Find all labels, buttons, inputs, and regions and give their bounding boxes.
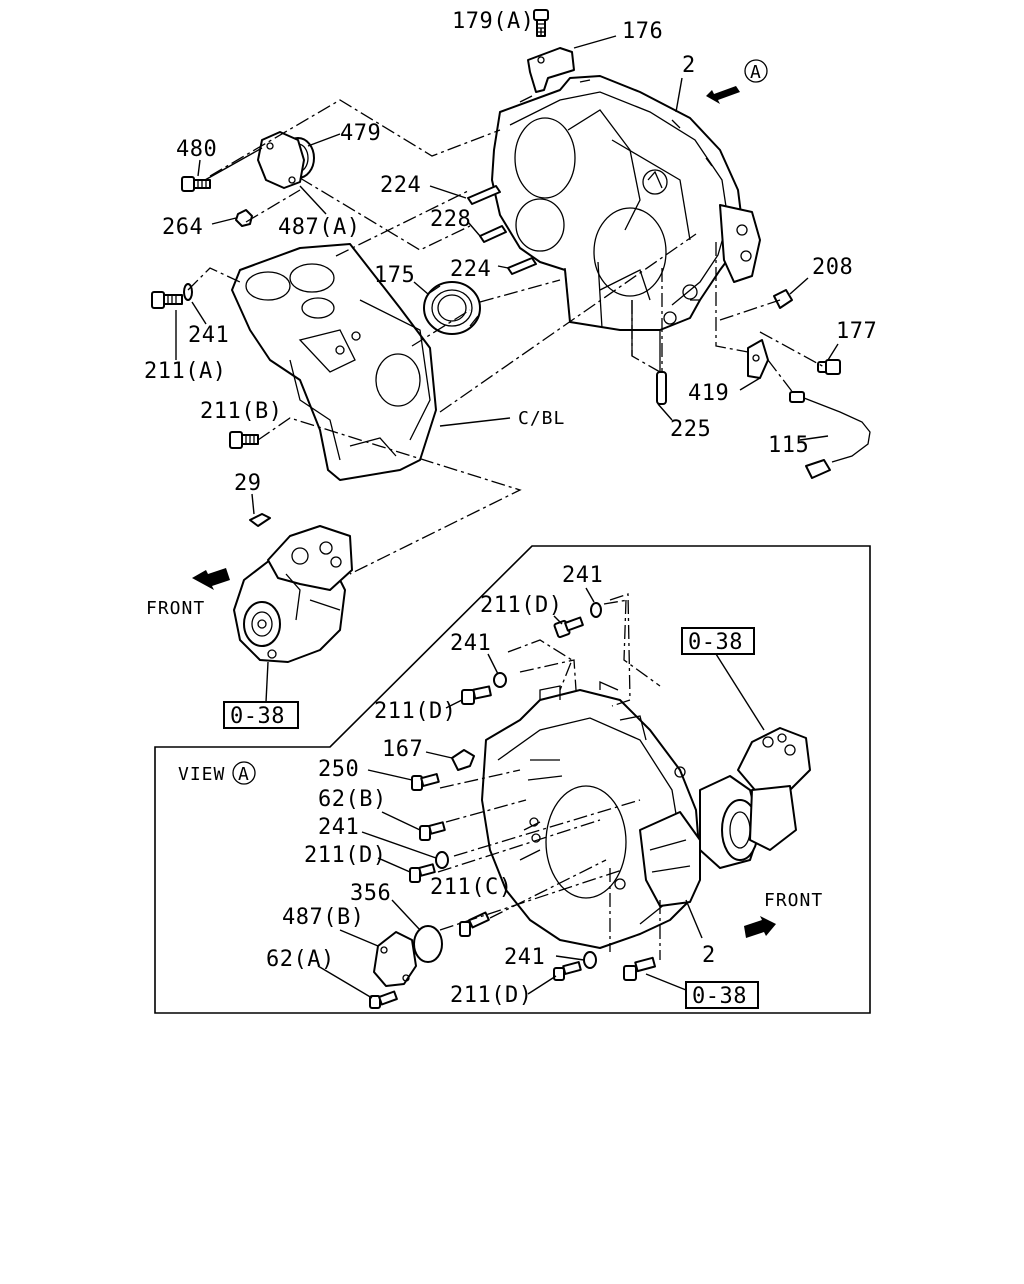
ref-box-038-bottom [685, 981, 759, 1009]
label-038-top: 0-38 [688, 630, 743, 655]
key-29 [249, 513, 271, 527]
leader-lines-view [317, 587, 765, 999]
bolt-177 [817, 359, 841, 375]
label-211d-lower: 211(D) [304, 843, 386, 868]
air-compressor-right [699, 727, 811, 869]
bolt-480 [181, 176, 211, 192]
label-2-bottom: 2 [702, 943, 716, 968]
leader-lines-top [175, 28, 839, 703]
label-211c: 211(C) [430, 875, 512, 900]
stud-224-lower [507, 257, 537, 275]
flywheel-housing-upper [491, 75, 761, 372]
stud-224-upper [467, 185, 501, 205]
label-211d-mid: 211(D) [374, 699, 456, 724]
bracket-176 [527, 47, 575, 93]
bolt-250 [411, 773, 440, 791]
label-view-a: A [238, 764, 250, 785]
label-cbl: C/BL [518, 408, 565, 429]
label-167: 167 [382, 737, 423, 762]
label-224-lower: 224 [450, 257, 491, 282]
flywheel-housing-lower [481, 680, 701, 949]
label-view: VIEW [178, 764, 225, 785]
label-211b: 211(B) [200, 399, 282, 424]
bolt-211a [151, 291, 183, 309]
ref-box-038-left [223, 701, 299, 729]
label-225: 225 [670, 417, 711, 442]
bolt-211c [459, 911, 490, 937]
label-241-view-4: 241 [504, 945, 545, 970]
cover-487b [373, 931, 417, 987]
label-250: 250 [318, 757, 359, 782]
label-241-view-2: 241 [450, 631, 491, 656]
label-176: 176 [622, 19, 663, 44]
bracket-419 [747, 339, 769, 379]
plug-167 [451, 749, 475, 771]
label-487b: 487(B) [282, 905, 364, 930]
label-480: 480 [176, 137, 217, 162]
oil-seal-175 [423, 281, 481, 335]
washer-241-view-1 [590, 602, 602, 618]
label-038-left: 0-38 [230, 704, 285, 729]
label-115: 115 [768, 433, 809, 458]
plug-208 [773, 289, 793, 309]
label-487a: 487(A) [278, 215, 360, 240]
label-356: 356 [350, 881, 391, 906]
label-62b: 62(B) [318, 787, 387, 812]
stud-228 [479, 225, 507, 243]
label-211d-bottom: 211(D) [450, 983, 532, 1008]
label-175: 175 [374, 263, 415, 288]
cover-487a [257, 131, 305, 189]
label-241-upper: 241 [188, 323, 229, 348]
label-264: 264 [162, 215, 203, 240]
bolt-62b [419, 821, 446, 841]
view-a-frame [154, 545, 871, 1014]
label-224-upper: 224 [380, 173, 421, 198]
bolt-211b [229, 431, 259, 449]
label-211d-top: 211(D) [480, 593, 562, 618]
bolt-038-bottom [623, 956, 656, 981]
label-241-view-3: 241 [318, 815, 359, 840]
view-a-circle-label [232, 761, 256, 785]
label-038-bottom: 0-38 [692, 984, 747, 1009]
air-compressor-left [233, 525, 353, 663]
label-177: 177 [836, 319, 877, 344]
bolt-211d-mid [461, 685, 492, 705]
label-479: 479 [340, 121, 381, 146]
label-front-upper: FRONT [146, 598, 205, 619]
washer-241-view-3 [435, 851, 449, 869]
view-a-arrow [706, 86, 740, 104]
oring-356 [413, 925, 443, 963]
label-241-view-1: 241 [562, 563, 603, 588]
label-179a: 179(A) [452, 9, 534, 34]
front-arrow-lower [744, 916, 776, 938]
bolt-62a [369, 990, 398, 1009]
washer-241-view-4 [583, 951, 597, 969]
labels: 179(A) 176 2 A 480 479 224 264 487(A) 22… [144, 9, 877, 1009]
label-419: 419 [688, 381, 729, 406]
bolt-211d-bottom [553, 961, 582, 981]
label-29: 29 [234, 471, 262, 496]
label-228: 228 [430, 207, 471, 232]
front-arrow-upper [192, 568, 230, 590]
label-208: 208 [812, 255, 853, 280]
label-211a: 211(A) [144, 359, 226, 384]
label-62a: 62(A) [266, 947, 335, 972]
ref-box-038-top [681, 627, 755, 655]
cylinder-block [231, 243, 437, 481]
view-a-circle-top [744, 59, 768, 83]
bolt-211d-lower [409, 863, 436, 883]
label-front-lower: FRONT [764, 890, 823, 911]
dowel-225 [656, 371, 667, 405]
washer-241-view-2 [493, 672, 507, 688]
sensor-115 [789, 391, 871, 479]
label-2-top: 2 [682, 53, 696, 78]
label-a-circle-top: A [750, 62, 762, 83]
nut-264 [235, 209, 253, 227]
